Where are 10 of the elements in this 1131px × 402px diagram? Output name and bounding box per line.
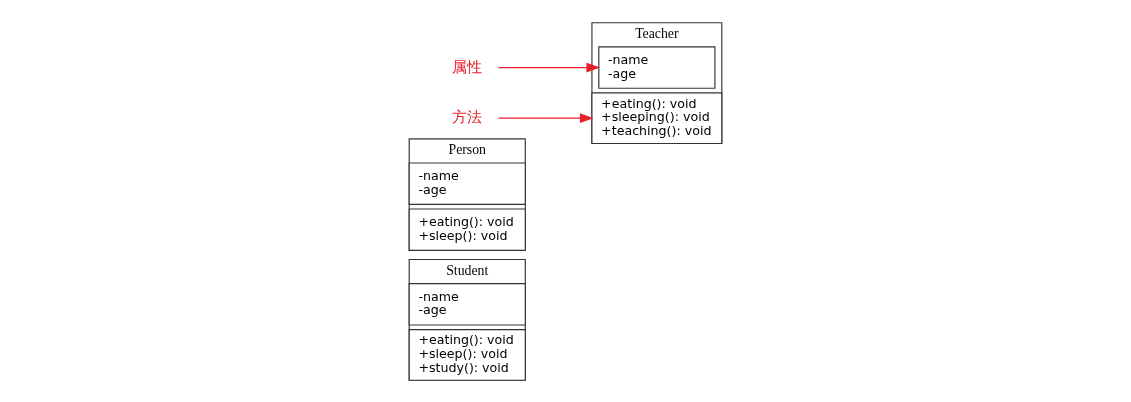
arrow xyxy=(497,112,594,123)
node-box: -name -age xyxy=(408,161,526,205)
arrow xyxy=(497,62,601,72)
node-box: +eating(): void +sleeping(): void +teaching(): void xyxy=(591,91,723,144)
node-text: 属性 xyxy=(452,58,483,75)
node-box: -name -age xyxy=(408,282,526,326)
node-box: -name -age xyxy=(598,45,716,89)
node-text: 方法 xyxy=(452,108,483,125)
node-box: +eating(): void +sleep(): void xyxy=(408,207,526,251)
node-box: +eating(): void +sleep(): void +study(): void xyxy=(408,328,526,381)
